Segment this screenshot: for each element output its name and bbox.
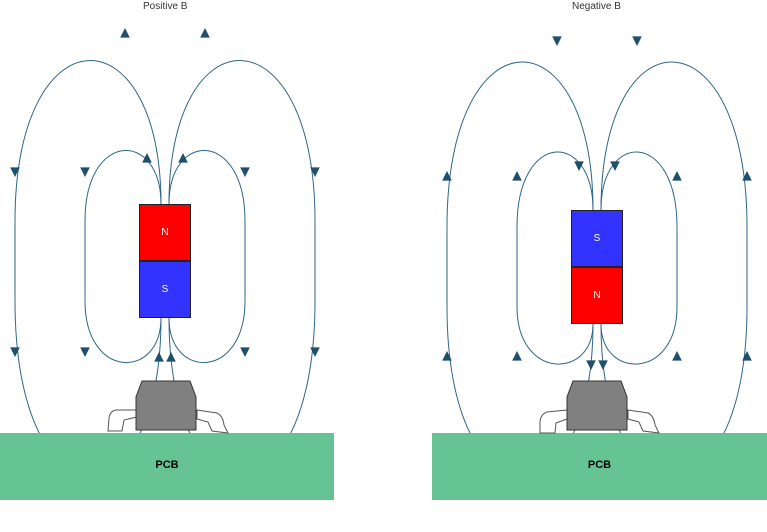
field-arrow [672,171,682,181]
field-arrow [442,351,452,361]
pole-label: N [161,227,169,238]
pcb-board: PCB [432,433,767,500]
pcb-board: PCB [0,433,334,500]
field-arrow [672,351,682,361]
field-arrow [240,347,250,357]
magnet-top-pole: S [571,210,623,267]
magnet-bottom-pole: N [571,267,623,324]
field-arrow [310,347,320,357]
field-line [600,151,678,365]
field-line [516,151,594,365]
magnet-top-pole: N [139,204,191,261]
field-arrow [574,161,584,171]
field-arrow [632,36,642,46]
field-arrow [742,171,752,181]
field-arrow [442,171,452,181]
field-arrow [586,360,596,370]
field-arrow [10,167,20,177]
field-arrow [154,352,164,362]
field-arrow [142,153,152,163]
hall-sensor-ic [107,380,229,434]
field-arrow [310,167,320,177]
pcb-label: PCB [155,459,179,471]
pole-label: N [593,290,601,301]
field-arrow [742,351,752,361]
field-arrow [166,352,176,362]
magnet-bottom-pole: S [139,261,191,318]
field-arrow [200,28,210,38]
field-arrow [80,167,90,177]
panel-title: Negative B [572,1,621,12]
field-arrow [552,36,562,46]
panel-title: Positive B [143,1,188,12]
field-line [84,150,162,364]
field-arrow [512,171,522,181]
field-arrow [80,347,90,357]
field-line [168,150,246,364]
field-arrow [512,351,522,361]
field-arrow [178,153,188,163]
field-arrow [598,360,608,370]
hall-sensor-ic [539,380,660,434]
field-arrow [610,161,620,171]
field-arrow [240,167,250,177]
field-arrow [120,28,130,38]
pole-label: S [593,233,601,244]
field-arrow [10,347,20,357]
pcb-label: PCB [587,459,612,471]
pole-label: S [161,284,169,295]
